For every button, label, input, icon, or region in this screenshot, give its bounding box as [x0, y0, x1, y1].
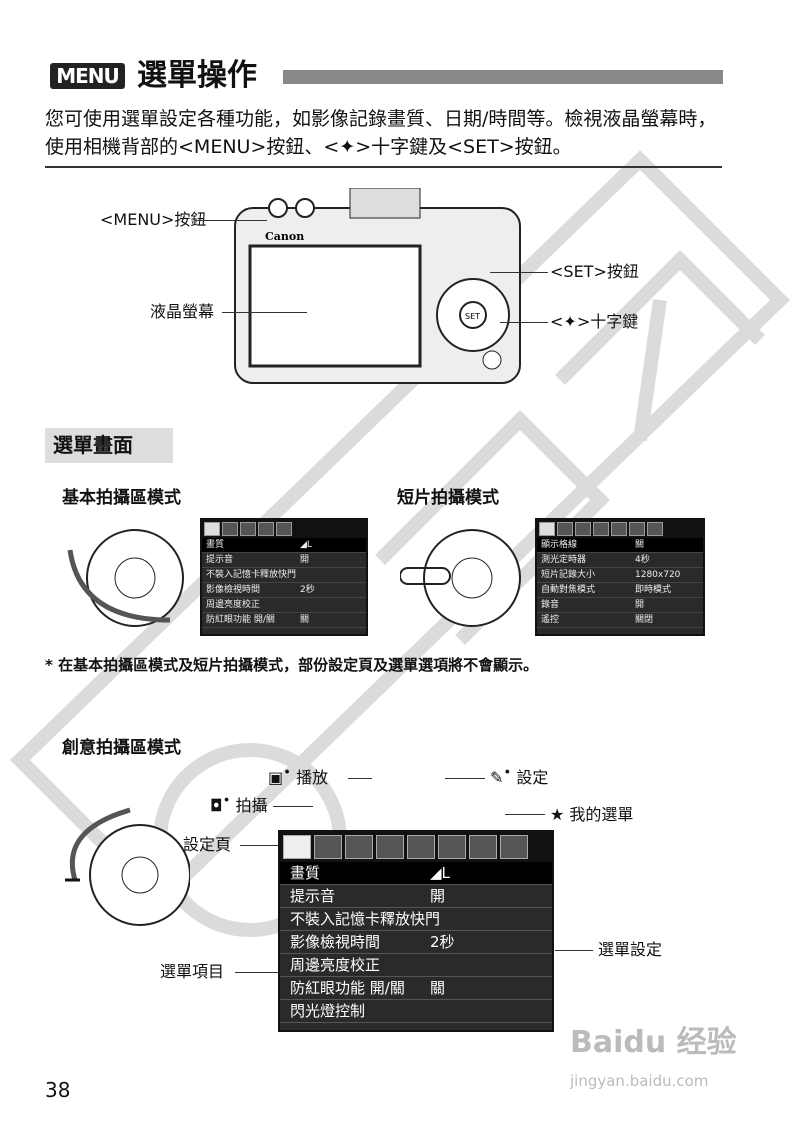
menu-item[interactable]: 防紅眼功能 開/關 關 [280, 977, 552, 1000]
mode-dial-creative [65, 807, 190, 926]
menu-item[interactable]: 測光定時器 4秒 [537, 553, 703, 568]
menu-item[interactable]: 防紅眼功能 開/關 關 [202, 613, 366, 628]
menu-item-value: 即時模式 [635, 585, 672, 595]
menu-badge: MENU [50, 63, 125, 89]
menu-item-label: 影像檢視時間 [206, 585, 261, 595]
menu-item[interactable]: 周邊亮度校正 [202, 598, 366, 613]
section-heading: 選單畫面 [45, 428, 173, 463]
menu-item-label: 短片記錄大小 [541, 570, 596, 580]
menu-item[interactable]: 周邊亮度校正 [280, 954, 552, 977]
menu-item-label: 測光定時器 [541, 555, 587, 565]
title-bar [283, 70, 723, 84]
menu-item[interactable]: 提示音 開 [280, 885, 552, 908]
menu-item-value: 1280x720 [635, 570, 681, 580]
menu-item[interactable]: 影像檢視時間 2秒 [202, 583, 366, 598]
menu-item[interactable]: 不裝入記憶卡釋放快門 [280, 908, 552, 931]
intro-text: 您可使用選單設定各種功能，如影像記錄畫質、日期/時間等。檢視液晶螢幕時，使用相機… [45, 108, 717, 158]
baidu-watermark: Baidu 经验 [570, 1025, 737, 1060]
menu-item-label: 錄音 [541, 600, 560, 610]
menu-item-value: 開 [635, 600, 645, 610]
basic-mode-title: 基本拍攝區模式 [62, 488, 181, 508]
basic-menu-screen: 畫質 ◢L 提示音 開不裝入記憶卡釋放快門影像檢視時間 2秒周邊亮度校正防紅眼功能 開/… [200, 518, 368, 636]
menu-item-value: 開 [300, 555, 310, 565]
setup-text: 設定 [516, 768, 549, 787]
menu-item-value: ◢L [430, 864, 450, 882]
menu-item-label: 顯示格線 [541, 540, 578, 550]
menu-item[interactable]: 顯示格線 關 [537, 538, 703, 553]
mode-dial-movie [400, 529, 521, 627]
footnote: * 在基本拍攝區模式及短片拍攝模式，部份設定頁及選單選項將不會顯示。 [45, 656, 539, 674]
menu-item[interactable]: 畫質 ◢L [202, 538, 366, 553]
movie-mode-title: 短片拍攝模式 [397, 488, 499, 508]
wrench-icon: ✎• [490, 765, 512, 787]
menu-item-label: 畫質 [206, 540, 225, 550]
playback-icon: ▣• [268, 765, 291, 787]
menu-item-value: ◢L [300, 540, 312, 550]
shooting-tab-label: ◘• 拍攝 [210, 793, 268, 816]
mode-dial-basic [67, 529, 184, 627]
baidu-site: jingyan.baidu.com [570, 1072, 709, 1090]
camera-icon: ◘• [210, 793, 231, 815]
menu-item-label: 不裝入記憶卡釋放快門 [206, 570, 297, 580]
menu-item[interactable]: 畫質 ◢L [280, 862, 552, 885]
menu-item[interactable]: 錄音 開 [537, 598, 703, 613]
menu-item-label: 自動對焦模式 [541, 585, 596, 595]
camera-brand: Canon [265, 230, 304, 243]
tab-label: 設定頁 [183, 835, 232, 854]
page-number: 38 [45, 1078, 71, 1102]
shooting-text: 拍攝 [235, 796, 268, 815]
menu-item-label: 畫質 [290, 864, 321, 882]
divider [45, 166, 722, 168]
menu-item-value: 關 [635, 540, 645, 550]
items-label: 選單項目 [160, 962, 225, 981]
lcd-label: 液晶螢幕 [150, 302, 215, 321]
playback-tab-label: ▣• 播放 [268, 765, 329, 788]
menu-item-value: 關閉 [635, 615, 654, 625]
menu-item-value: 2秒 [430, 933, 455, 951]
menu-item-label: 影像檢視時間 [290, 933, 381, 951]
menu-item-value: 關 [300, 615, 310, 625]
menu-item-label: 提示音 [206, 555, 234, 565]
menu-item-value: 開 [430, 887, 446, 905]
menu-item[interactable]: 遙控 關閉 [537, 613, 703, 628]
camera-back-illustration: Canon SET [234, 188, 521, 384]
creative-mode-title: 創意拍攝區模式 [62, 738, 181, 758]
menu-item[interactable]: 閃光燈控制 [280, 1000, 552, 1023]
menu-item[interactable]: 自動對焦模式 即時模式 [537, 583, 703, 598]
menu-item-label: 閃光燈控制 [290, 1002, 366, 1020]
cross-keys-label: <✦>十字鍵 [550, 312, 639, 331]
menu-item-label: 防紅眼功能 開/關 [290, 979, 405, 997]
menu-item[interactable]: 短片記錄大小 1280x720 [537, 568, 703, 583]
menu-item-value: 2秒 [300, 585, 315, 595]
menu-item-label: 不裝入記憶卡釋放快門 [290, 910, 441, 928]
menu-item[interactable]: 不裝入記憶卡釋放快門 [202, 568, 366, 583]
creative-menu-screen: 畫質 ◢L 提示音 開不裝入記憶卡釋放快門影像檢視時間 2秒周邊亮度校正防紅眼功能 開/… [278, 830, 554, 1032]
my-menu-label: ★ 我的選單 [550, 805, 634, 824]
menu-item-value: 4秒 [635, 555, 650, 565]
set-button-label: <SET>按鈕 [550, 262, 639, 281]
menu-item-label: 遙控 [541, 615, 560, 625]
menu-button-label: <MENU>按鈕 [100, 210, 207, 229]
settings-label: 選單設定 [598, 940, 663, 959]
page-title: 選單操作 [137, 58, 257, 93]
menu-item-label: 周邊亮度校正 [206, 600, 261, 610]
menu-item[interactable]: 影像檢視時間 2秒 [280, 931, 552, 954]
playback-text: 播放 [296, 768, 329, 787]
setup-tab-label: ✎• 設定 [490, 765, 549, 788]
set-button-glyph: SET [465, 312, 480, 321]
menu-item-value: 關 [430, 979, 446, 997]
menu-item-label: 周邊亮度校正 [290, 956, 381, 974]
menu-item[interactable]: 提示音 開 [202, 553, 366, 568]
menu-item-label: 提示音 [290, 887, 336, 905]
menu-item-label: 防紅眼功能 開/關 [206, 615, 275, 625]
